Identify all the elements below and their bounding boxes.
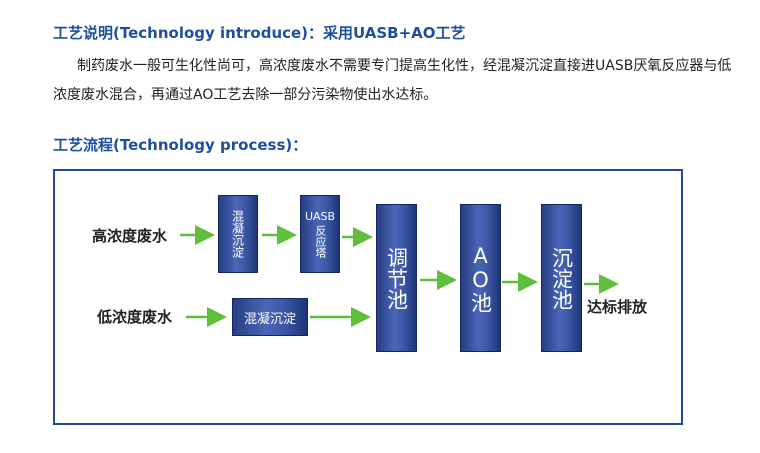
output-label: 达标排放 xyxy=(587,298,648,316)
coagulation-box-high-label: 混凝沉淀 xyxy=(230,210,245,258)
sedimentation-tank-label: 沉淀池 xyxy=(549,246,574,310)
process-diagram-frame xyxy=(53,169,683,425)
regulating-tank-label: 调节池 xyxy=(384,246,409,310)
input-high-label: 高浓度废水 xyxy=(92,227,168,245)
uasb-reactor-label: 反应塔 xyxy=(314,225,327,258)
coagulation-box-high: 混凝沉淀 xyxy=(218,195,258,273)
regulating-tank-box: 调节池 xyxy=(376,204,417,352)
process-title: 工艺流程(Technology process)： xyxy=(53,136,308,154)
intro-title: 工艺说明(Technology introduce)：采用UASB+AO工艺 xyxy=(53,24,466,42)
intro-paragraph: 制药废水一般可生化性尚可，高浓度废水不需要专门提高生化性，经混凝沉淀直接进UAS… xyxy=(53,58,732,103)
coagulation-box-low-label: 混凝沉淀 xyxy=(243,311,296,327)
ao-tank-label: AO池 xyxy=(468,243,493,313)
input-low-label: 低浓度废水 xyxy=(97,308,173,326)
ao-tank-box: AO池 xyxy=(460,204,501,352)
sedimentation-tank-box: 沉淀池 xyxy=(541,204,582,352)
coagulation-box-low: 混凝沉淀 xyxy=(232,298,308,336)
uasb-label: UASB xyxy=(304,210,336,223)
uasb-box: UASB 反应塔 xyxy=(300,195,340,273)
